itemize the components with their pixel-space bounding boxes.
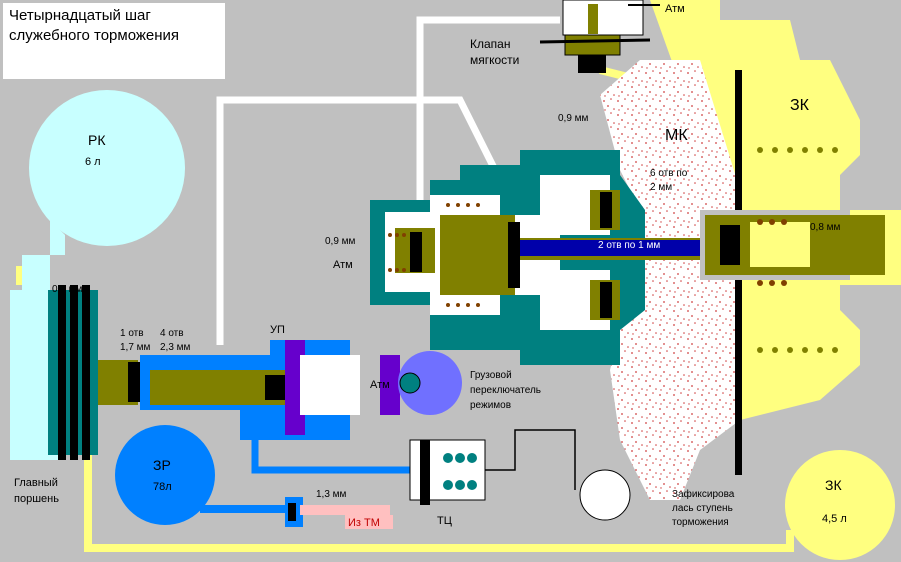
zr-volume: 78л xyxy=(153,481,172,493)
soft-valve-label-1: Клапан xyxy=(470,37,510,51)
holes-6-2: 2 мм xyxy=(650,182,672,193)
mode-switch-1: Грузовой xyxy=(470,370,512,381)
zr-pipe xyxy=(200,505,285,513)
tc-label: ТЦ xyxy=(437,515,452,527)
main-piston-label-1: Главный xyxy=(14,477,58,489)
title-line-1: Четырнадцатый шаг xyxy=(9,7,151,24)
main-piston-label-2: поршень xyxy=(14,493,59,505)
d09-top: 0,9 мм xyxy=(558,113,589,124)
d09-left: 0,9 мм xyxy=(325,236,356,247)
holes-1-2: 1,7 мм xyxy=(120,342,151,353)
holes-2: 2 отв по 1 мм xyxy=(598,240,660,251)
channel-2-holes xyxy=(520,240,715,256)
atm-up: Атм xyxy=(370,379,390,391)
holes-1-1: 1 отв xyxy=(120,328,144,339)
title-line-2: служебного торможения xyxy=(9,27,180,44)
zk-bottom-reservoir xyxy=(785,450,895,560)
from-tm-bg xyxy=(345,515,393,529)
right-valve xyxy=(700,210,885,286)
soft-valve xyxy=(539,0,660,73)
holes-4-2: 2,3 мм xyxy=(160,342,191,353)
fixed-step-1: Зафиксирова xyxy=(672,488,735,500)
zk-bottom-label: ЗК xyxy=(825,477,842,493)
atm-top: Атм xyxy=(665,3,685,15)
zr-reservoir xyxy=(115,425,215,525)
zk-dots xyxy=(757,147,838,353)
d05: 0,5 мм xyxy=(52,284,83,295)
title-box: Четырнадцатый шаг служебного торможения xyxy=(3,3,225,79)
atm-left: Атм xyxy=(333,259,353,271)
holes-4-1: 4 отв xyxy=(160,328,184,339)
rk-volume: 6 л xyxy=(85,156,101,168)
zk-top-label: ЗК xyxy=(790,97,810,114)
tm-pipe xyxy=(285,497,390,527)
white-pipes xyxy=(216,16,560,345)
from-tm-label: Из ТМ xyxy=(348,517,380,529)
up-label: УП xyxy=(270,324,285,336)
tc-cylinder xyxy=(409,429,631,521)
main-piston xyxy=(48,285,146,460)
fixed-step-3: торможения xyxy=(672,517,729,528)
rk-reservoir xyxy=(29,90,185,246)
zr-label: ЗР xyxy=(153,457,171,473)
fixed-step-2: лась ступень xyxy=(672,503,733,514)
mode-switch-3: режимов xyxy=(470,400,511,411)
mk-springs xyxy=(388,203,480,307)
mode-switch-2: переключатель xyxy=(470,385,541,396)
soft-valve-label-2: мягкости xyxy=(470,53,519,67)
up-device xyxy=(140,340,462,474)
rk-label: РК xyxy=(88,132,106,148)
mk-chamber xyxy=(600,60,740,500)
holes-6-1: 6 отв по xyxy=(650,168,688,179)
mk-label: МК xyxy=(665,127,688,144)
d08: 0,8 мм xyxy=(810,222,841,233)
zk-volume: 4,5 л xyxy=(822,513,847,525)
d13: 1,3 мм xyxy=(316,489,347,500)
